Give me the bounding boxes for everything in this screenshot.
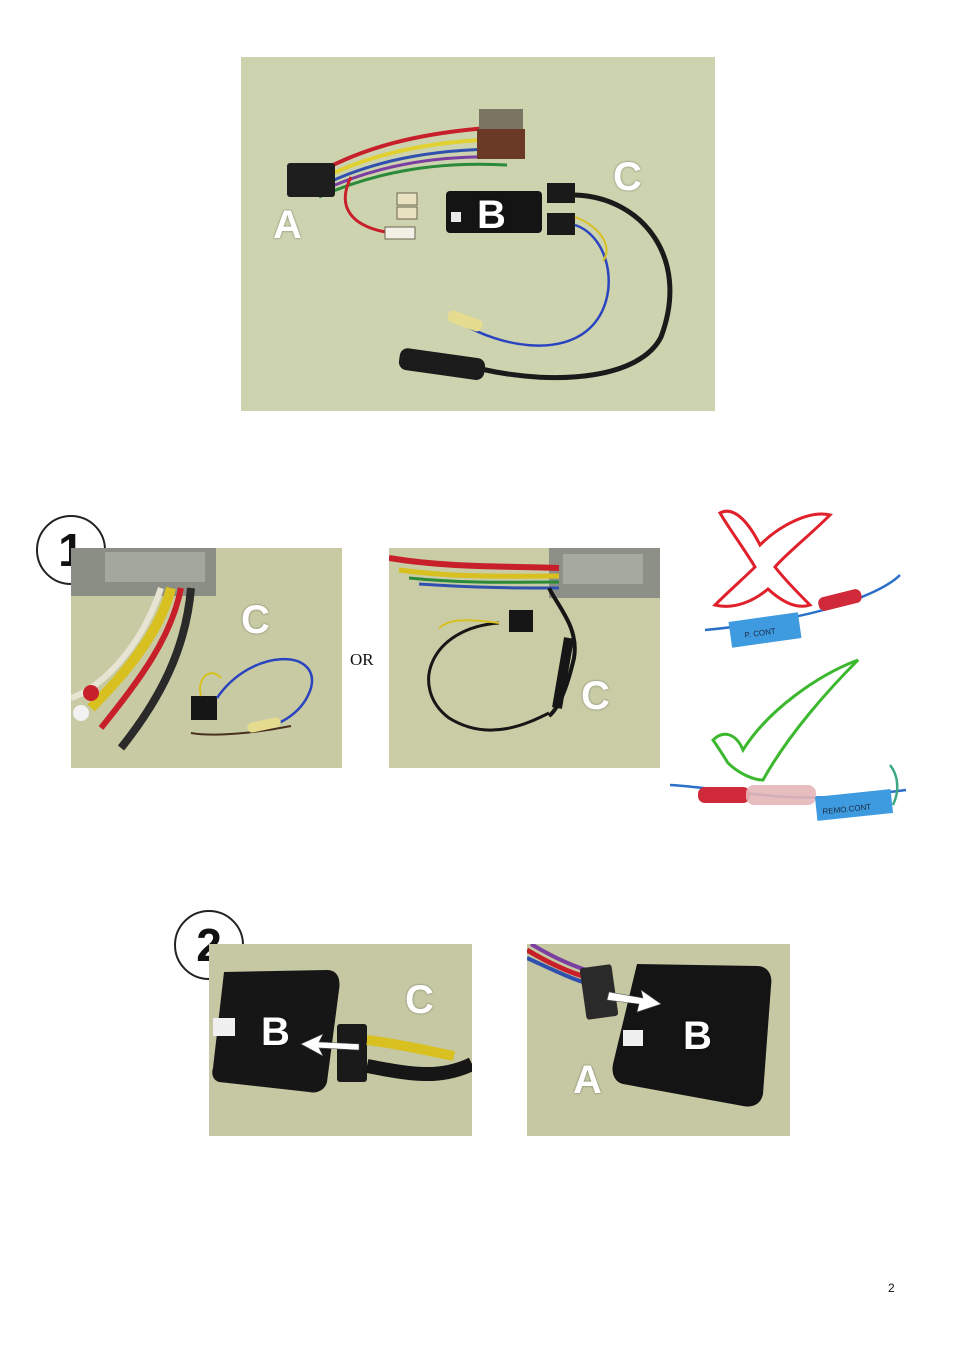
wrong-connection-illustration: P. CONT bbox=[700, 505, 905, 655]
label-b: B bbox=[477, 195, 506, 235]
step2-left-label-c: C bbox=[405, 980, 434, 1020]
or-text: OR bbox=[350, 650, 374, 670]
step2-right-label-b: B bbox=[683, 1016, 712, 1056]
label-a: A bbox=[273, 205, 302, 245]
step1-photo-left: C bbox=[71, 548, 342, 768]
step2-right-label-a: A bbox=[573, 1060, 602, 1100]
correct-connection-illustration: REMO.CONT bbox=[668, 655, 908, 835]
step1-photo-right: C bbox=[389, 548, 660, 768]
label-c: C bbox=[613, 157, 642, 197]
overview-photo: A B C bbox=[241, 57, 715, 411]
step2-left-label-b: B bbox=[261, 1012, 290, 1052]
step1-left-label-c: C bbox=[241, 600, 270, 640]
page-number: 2 bbox=[888, 1281, 895, 1295]
step2-photo-left: B C bbox=[209, 944, 472, 1136]
step2-photo-right: A B bbox=[527, 944, 790, 1136]
step1-right-label-c: C bbox=[581, 676, 610, 716]
